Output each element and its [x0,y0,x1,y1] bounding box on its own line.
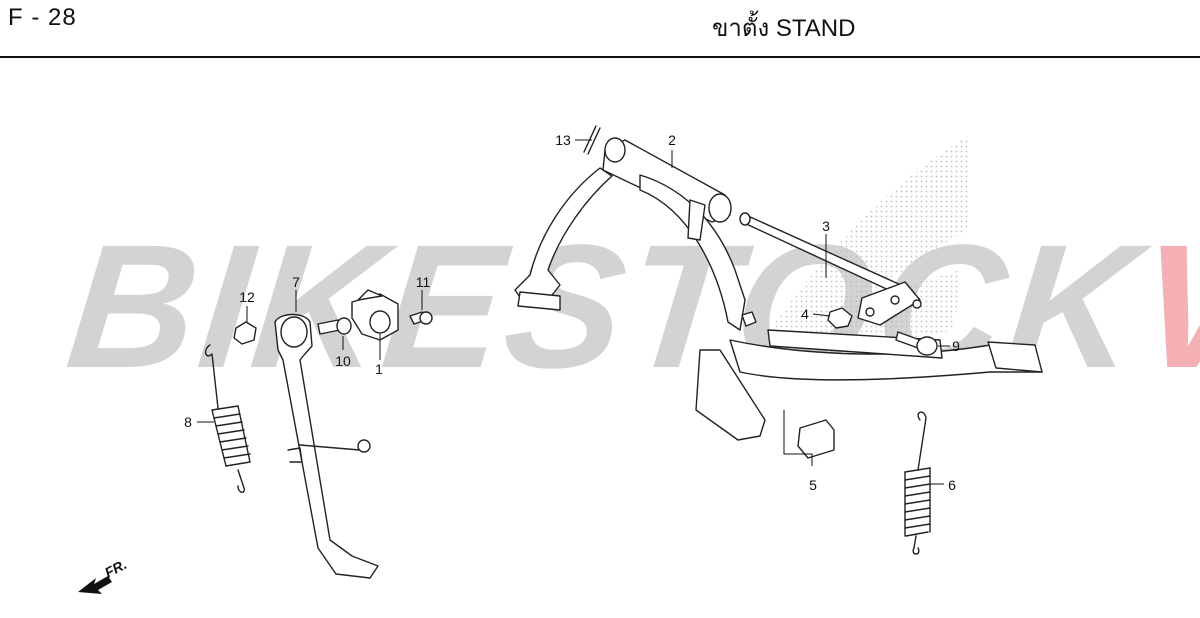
bolt-9 [895,331,938,356]
arrow-icon [78,576,112,594]
callout-1: 1 [375,361,383,377]
main-stand [514,137,1043,441]
cotter-pin-13 [583,125,601,155]
callout-10: 10 [335,353,351,369]
callout-9: 9 [952,338,960,354]
bolt-10 [317,317,352,335]
stopper-rubber-5 [797,419,835,459]
bolt-11 [409,311,433,325]
callout-4: 4 [801,306,809,322]
pivot-shaft [739,212,922,326]
page-code: F - 28 [8,4,77,31]
nut-4 [827,307,853,329]
spring-6 [904,411,931,555]
callout-11: 11 [416,274,431,290]
callout-12: 12 [239,289,255,305]
spring-8 [204,344,251,493]
callout-6: 6 [948,477,956,493]
page-title: ขาตั้ง STAND [712,15,856,42]
header-divider [0,56,1200,58]
front-direction-marker: FR. [78,556,129,594]
side-stand [274,313,379,579]
switch-1 [351,289,399,341]
callout-2: 2 [668,132,676,148]
callout-7: 7 [292,274,300,290]
front-label: FR. [102,556,129,581]
callout-13: 13 [555,132,571,148]
nut-12 [233,321,257,345]
callout-5: 5 [809,477,817,493]
leader-lines [197,139,950,485]
callout-3: 3 [822,218,830,234]
callout-8: 8 [184,414,192,430]
